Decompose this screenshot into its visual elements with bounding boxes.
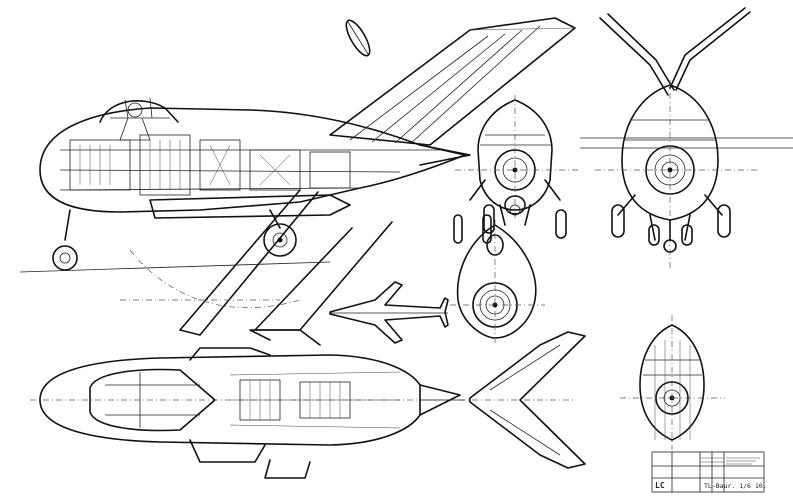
lower-front-view xyxy=(620,315,725,450)
title-block-mark: LC xyxy=(655,481,665,490)
front-view xyxy=(455,95,580,239)
drop-tank xyxy=(345,19,371,57)
rear-view xyxy=(580,7,793,270)
plan-view xyxy=(30,329,586,479)
title-block-frame xyxy=(651,451,765,493)
small-plan-view xyxy=(329,281,449,344)
cross-section-view xyxy=(450,214,545,345)
title-block-sheet-note: TL-Baur. 1/6 10. xyxy=(704,482,767,490)
side-view xyxy=(19,17,576,336)
